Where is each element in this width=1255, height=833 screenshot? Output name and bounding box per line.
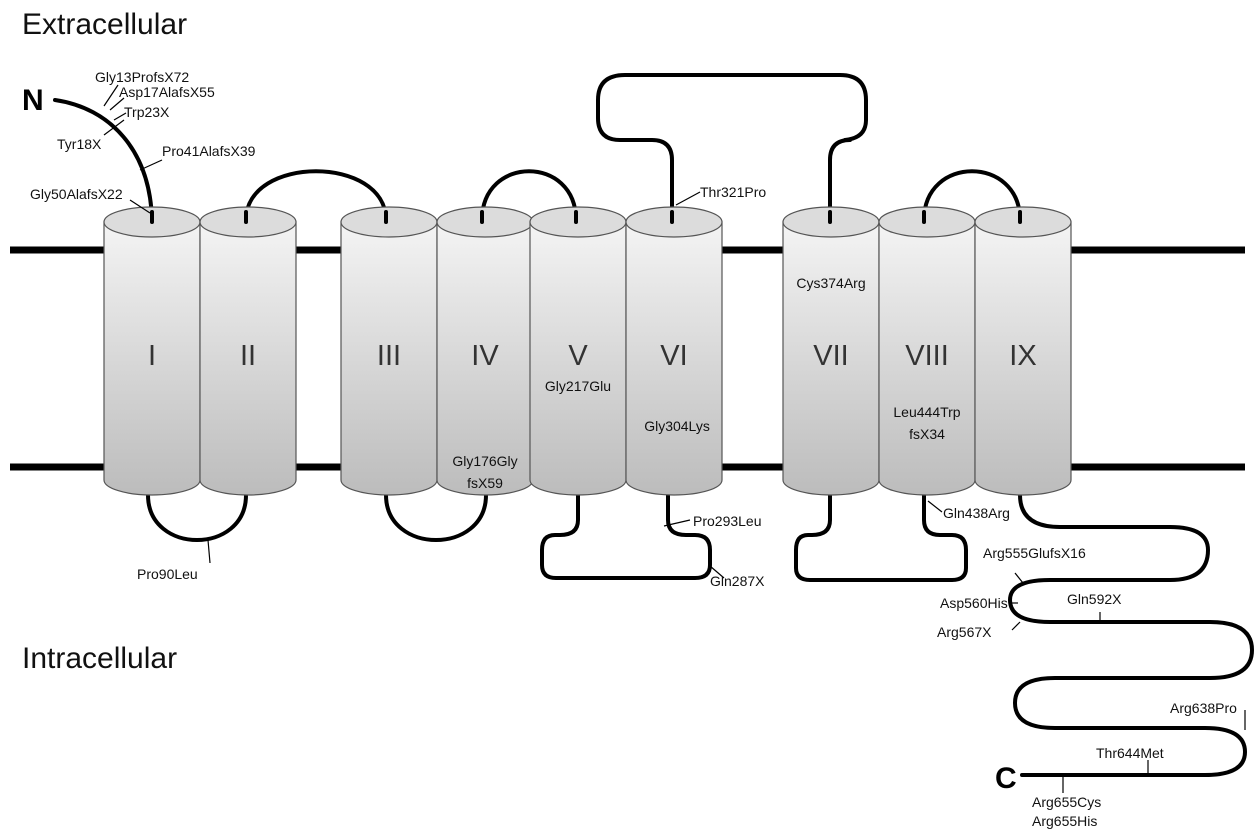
helix-III: III: [341, 207, 437, 495]
mutation-arg655his: Arg655His: [1032, 813, 1097, 829]
mutation-arg638: Arg638Pro: [1170, 700, 1237, 716]
extracellular-label: Extracellular: [22, 8, 187, 41]
mutation-arg655cys: Arg655Cys: [1032, 794, 1101, 810]
helix-label: IV: [471, 340, 499, 372]
mutation-asp17: Asp17AlafsX55: [119, 84, 215, 100]
n-terminus-label: N: [22, 84, 44, 117]
mutation-trp23: Trp23X: [124, 104, 170, 120]
helix-label: IX: [1009, 340, 1036, 372]
intracellular-loop-2: [386, 495, 486, 540]
helix-II: II: [200, 207, 296, 495]
intracellular-loop-4: [796, 495, 966, 580]
mutation-arg567: Arg567X: [937, 624, 992, 640]
mutation-gly176-line2: fsX59: [467, 475, 503, 491]
helix-VI: VI: [626, 207, 722, 495]
mutation-pro90: Pro90Leu: [137, 566, 198, 582]
helix-label: V: [568, 340, 588, 372]
intracellular-label: Intracellular: [22, 642, 177, 675]
c-terminus-label: C: [995, 762, 1017, 795]
intracellular-loop-3: [542, 495, 710, 578]
helix-label: II: [240, 340, 256, 372]
mutation-gly304: Gly304Lys: [644, 418, 710, 434]
mutation-arg555: Arg555GlufsX16: [983, 545, 1086, 561]
helix-I: I: [104, 207, 200, 495]
helix-VII: VII: [783, 207, 879, 495]
mutation-gly50: Gly50AlafsX22: [30, 186, 123, 202]
mutation-gln438: Gln438Arg: [943, 505, 1010, 521]
intracellular-loop-1: [148, 495, 246, 540]
helix-label: VIII: [905, 340, 949, 372]
helix-IV: IV: [437, 207, 533, 495]
mutation-gly13: Gly13ProfsX72: [95, 69, 189, 85]
helix-label: VII: [813, 340, 848, 372]
mutation-pro293: Pro293Leu: [693, 513, 762, 529]
helix-label: VI: [660, 340, 687, 372]
helix-label: III: [377, 340, 401, 372]
helix-IX: IX: [975, 207, 1071, 495]
mutation-pro41: Pro41AlafsX39: [162, 143, 256, 159]
mutation-thr644: Thr644Met: [1096, 745, 1164, 761]
mutation-gly176-line1: Gly176Gly: [452, 453, 517, 469]
mutation-gly217: Gly217Glu: [545, 378, 611, 394]
mutation-gln592: Gln592X: [1067, 591, 1122, 607]
helix-VIII: VIII: [879, 207, 975, 495]
mutation-leu444-line1: Leu444Trp: [893, 404, 960, 420]
helix-V: V: [530, 207, 626, 495]
mutation-tyr18: Tyr18X: [57, 136, 102, 152]
mutation-gln287: Gln287X: [710, 573, 765, 589]
mutation-cys374: Cys374Arg: [796, 275, 865, 291]
helix-label: I: [148, 340, 156, 372]
c-terminal-tail: [1010, 495, 1252, 775]
mutation-asp560: Asp560His: [940, 595, 1008, 611]
mutation-thr321: Thr321Pro: [700, 184, 766, 200]
mutation-leu444-line2: fsX34: [909, 426, 945, 442]
